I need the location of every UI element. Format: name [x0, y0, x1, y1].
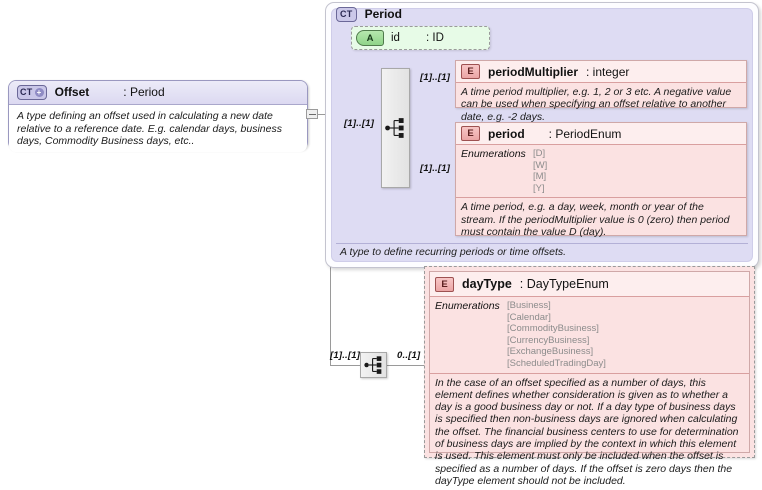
expand-plus-icon[interactable]: + — [34, 88, 44, 97]
element-name: period — [488, 126, 525, 141]
element-type: : integer — [586, 64, 630, 79]
connector-toggle-right — [318, 114, 330, 115]
connector-to-daytype-sequence — [330, 365, 360, 366]
sequence-compositor-icon[interactable] — [360, 352, 387, 378]
complextype-badge-label: CT — [20, 87, 33, 97]
enum-value: [ScheduledTradingDay] — [507, 357, 606, 369]
element-daytype-box[interactable]: E dayType : DayTypeEnum Enumerations [Bu… — [424, 266, 755, 487]
element-daytype-inner: E dayType : DayTypeEnum Enumerations [Bu… — [429, 271, 750, 487]
attribute-name: id — [391, 32, 400, 44]
element-documentation: In the case of an offset specified as a … — [435, 376, 739, 487]
enumerations-label: Enumerations — [435, 300, 500, 312]
enum-value: [CurrencyBusiness] — [507, 334, 590, 346]
minus-glyph — [309, 114, 316, 115]
complextype-badge-icon: CT — [336, 6, 357, 22]
offset-complextype-box[interactable]: CT+ Offset : Period A type defining an o… — [8, 80, 308, 152]
period-documentation: A type to define recurring periods or ti… — [336, 243, 748, 261]
cardinality-offset-to-sequence: [1]..[1] — [344, 118, 375, 129]
enum-value: [Business] — [507, 300, 551, 311]
offset-header: CT+ Offset : Period — [9, 81, 307, 105]
element-header: E periodMultiplier : integer — [456, 61, 746, 83]
cardinality-sequence-to-periodmultiplier: [1]..[1] — [420, 72, 451, 83]
element-type: : DayTypeEnum — [519, 277, 609, 291]
enumerations-label: Enumerations — [461, 148, 526, 160]
enum-value: [CommodityBusiness] — [507, 323, 599, 335]
enum-value: [Calendar] — [507, 311, 551, 323]
complextype-badge-icon: CT+ — [17, 85, 47, 100]
sequence-glyph — [385, 118, 404, 138]
enumerations-values: [D] [W] [M] [Y] — [533, 148, 547, 194]
attribute-type: : ID — [426, 32, 444, 44]
enum-value: [M] — [533, 171, 547, 183]
cardinality-offset-to-daytype-sequence: [1]..[1] — [330, 350, 361, 361]
element-header: E period : PeriodEnum — [456, 123, 746, 145]
cardinality-daytype-occurs: 0..[1] — [397, 350, 421, 361]
attribute-id-box[interactable]: A id : ID — [351, 26, 490, 50]
connector-sequence-to-daytype — [387, 365, 424, 366]
element-badge-icon: E — [461, 64, 480, 79]
collapse-toggle-icon[interactable] — [306, 109, 318, 119]
enumerations-row: Enumerations [Business] [Calendar] [Comm… — [430, 297, 749, 373]
offset-type: : Period — [123, 85, 165, 99]
enumerations-row: Enumerations [D] [W] [M] [Y] — [456, 145, 746, 197]
divider — [456, 197, 746, 199]
sequence-glyph — [364, 356, 382, 374]
period-name: Period — [364, 7, 402, 21]
element-badge-icon: E — [461, 126, 480, 141]
sequence-compositor-icon[interactable] — [381, 68, 410, 188]
enum-value: [W] — [533, 159, 548, 171]
element-badge-icon: E — [435, 276, 454, 292]
element-periodmultiplier-box[interactable]: E periodMultiplier : integer A time peri… — [455, 60, 747, 123]
element-name: periodMultiplier — [488, 64, 578, 79]
element-period-box[interactable]: E period : PeriodEnum Enumerations [D] [… — [455, 122, 747, 238]
element-type: : PeriodEnum — [548, 126, 622, 141]
enum-value: [ExchangeBusiness] — [507, 346, 594, 358]
cardinality-sequence-to-period: [1]..[1] — [420, 163, 451, 174]
enum-value: [Y] — [533, 182, 545, 194]
enum-value: [D] — [533, 148, 546, 159]
element-documentation: A time period multiplier, e.g. 1, 2 or 3… — [461, 86, 732, 123]
element-header: E dayType : DayTypeEnum — [430, 272, 749, 297]
period-header: CT Period — [336, 5, 402, 23]
enumerations-values: [Business] [Calendar] [CommodityBusiness… — [507, 300, 606, 370]
element-name: dayType — [462, 277, 512, 291]
attribute-badge-icon: A — [356, 30, 384, 46]
offset-name: Offset — [54, 85, 90, 99]
element-documentation: A time period, e.g. a day, week, month o… — [461, 201, 730, 238]
offset-documentation: A type defining an offset used in calcul… — [9, 105, 307, 152]
divider — [430, 372, 749, 374]
